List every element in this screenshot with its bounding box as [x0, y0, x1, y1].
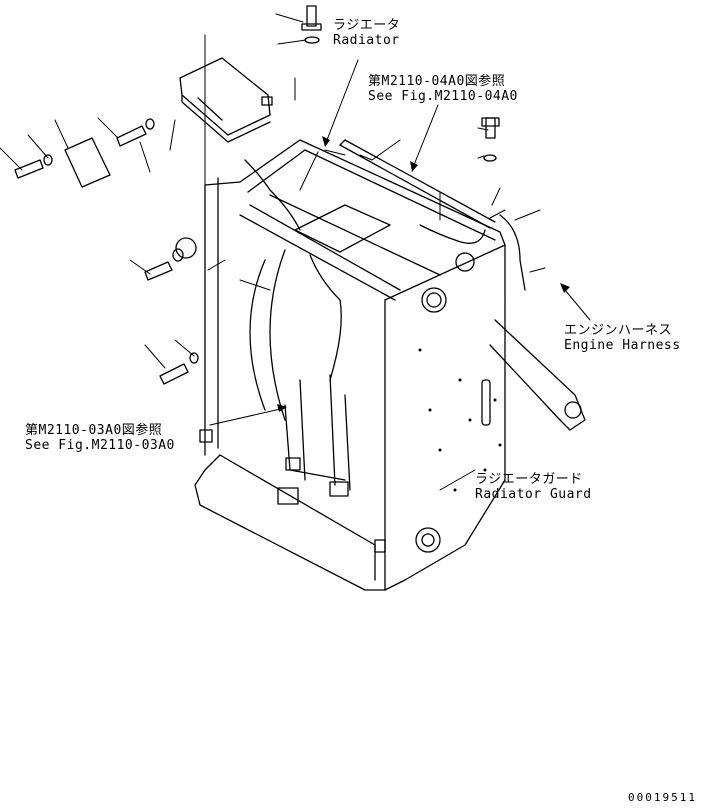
radiator-guard-frame: [194, 139, 586, 591]
engine-harness-label: エンジンハーネス Engine Harness: [564, 323, 681, 353]
radiator-label-en: Radiator: [333, 33, 400, 48]
bolt-cover-1: [14, 154, 53, 179]
radiator-label-jp: ラジエータ: [333, 18, 401, 33]
fasteners: [418, 348, 502, 492]
top-cover: [179, 57, 273, 143]
see-fig-0400-label-en: See Fig.M2110-04A0: [368, 89, 518, 104]
see-fig-0300-label-jp: 第M2110-03A0図参照: [25, 423, 163, 438]
radiator-label: ラジエータ Radiator: [333, 18, 400, 48]
drawing-number: 00019511: [628, 791, 697, 804]
engine-harness-label-en: Engine Harness: [564, 338, 681, 353]
see-fig-0300-label-en: See Fig.M2110-03A0: [25, 438, 175, 453]
leader-lines: [0, 13, 591, 491]
cover-plate: [64, 137, 111, 188]
bolt-right: [481, 117, 500, 162]
see-fig-0300-label: 第M2110-03A0図参照 See Fig.M2110-03A0: [25, 423, 175, 453]
see-fig-0400-label-jp: 第M2110-04A0図参照: [368, 74, 506, 89]
radiator-guard-label-jp: ラジエータガード: [475, 472, 583, 487]
bolt-left-1: [144, 237, 197, 281]
bolt-left-2: [159, 352, 199, 385]
radiator-guard-label-en: Radiator Guard: [475, 487, 592, 502]
bolt-cover-2: [116, 118, 155, 147]
radiator-guard-label: ラジエータガード Radiator Guard: [475, 472, 592, 502]
bolt-top: [301, 5, 322, 44]
see-fig-0400-label: 第M2110-04A0図参照 See Fig.M2110-04A0: [368, 74, 518, 104]
engine-harness-label-jp: エンジンハーネス: [564, 323, 673, 338]
arrow-heads[interactable]: [277, 136, 570, 412]
